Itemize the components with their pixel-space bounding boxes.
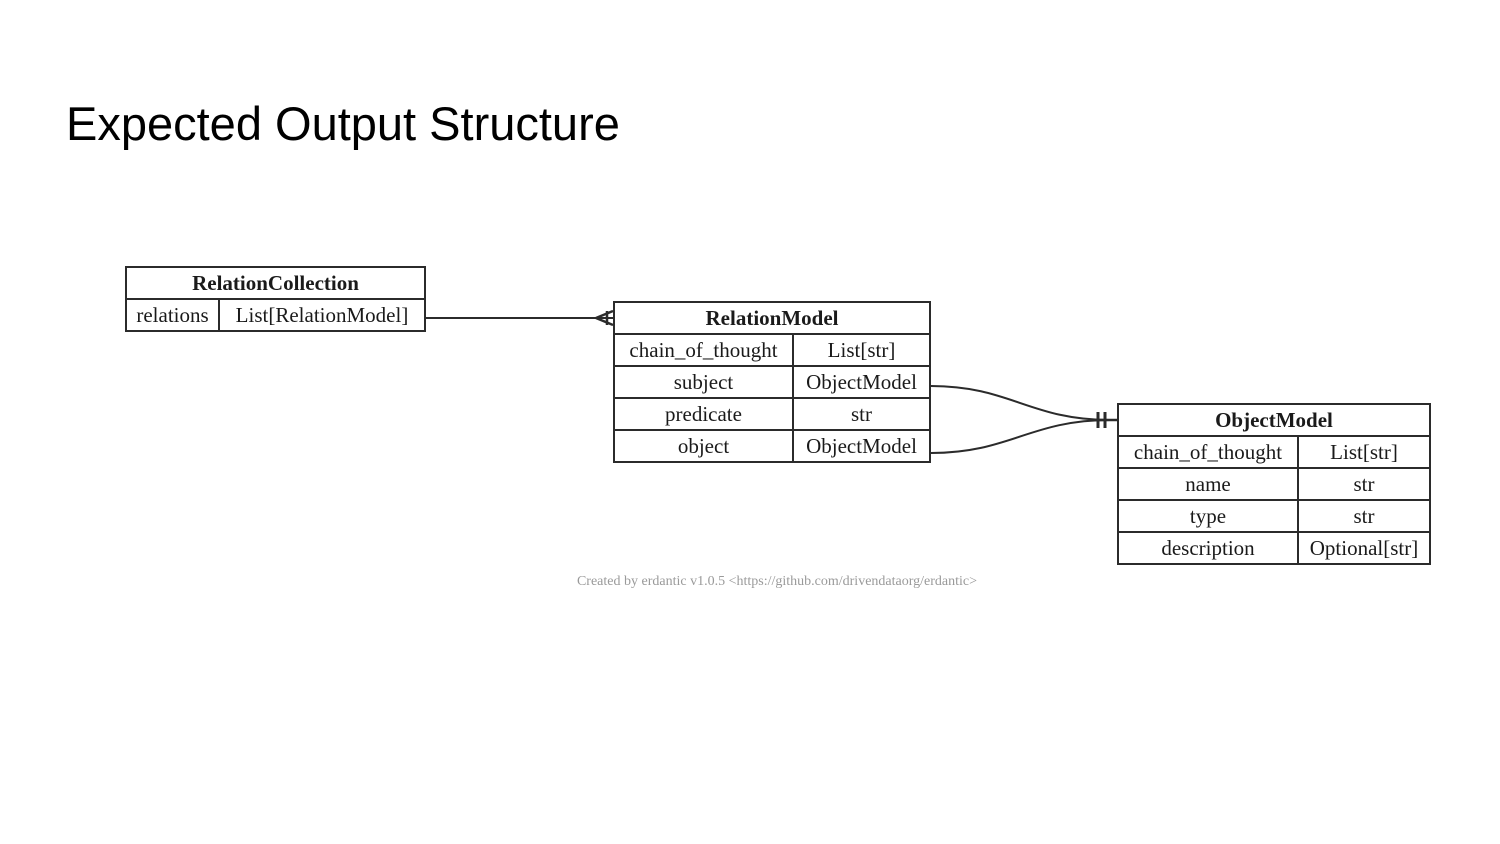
field-name: chain_of_thought <box>613 333 794 367</box>
field-row: chain_of_thought List[str] <box>1117 435 1431 469</box>
field-row: description Optional[str] <box>1117 531 1431 565</box>
field-type: ObjectModel <box>792 365 931 399</box>
field-name: chain_of_thought <box>1117 435 1299 469</box>
field-type: List[RelationModel] <box>218 298 426 332</box>
field-row: subject ObjectModel <box>613 365 931 399</box>
field-row: chain_of_thought List[str] <box>613 333 931 367</box>
field-row: name str <box>1117 467 1431 501</box>
field-type: str <box>1297 467 1431 501</box>
field-name: type <box>1117 499 1299 533</box>
field-type: List[str] <box>792 333 931 367</box>
field-name: object <box>613 429 794 463</box>
field-name: subject <box>613 365 794 399</box>
one-bar-icon <box>1095 412 1117 428</box>
field-row: relations List[RelationModel] <box>125 298 426 332</box>
field-type: str <box>792 397 931 431</box>
crows-foot-icon <box>595 309 614 327</box>
entity-title: RelationCollection <box>125 266 426 300</box>
connector-object-to-objectmodel <box>930 419 1111 454</box>
entity-title: RelationModel <box>613 301 931 335</box>
connector-subject-to-objectmodel <box>930 385 1111 421</box>
field-name: relations <box>125 298 220 332</box>
connector-relations-to-relationmodel <box>426 309 614 327</box>
field-row: type str <box>1117 499 1431 533</box>
field-type: List[str] <box>1297 435 1431 469</box>
field-type: ObjectModel <box>792 429 931 463</box>
slide-title: Expected Output Structure <box>66 97 620 150</box>
field-type: str <box>1297 499 1431 533</box>
entity-table-objectmodel: ObjectModel chain_of_thought List[str] n… <box>1117 403 1431 565</box>
entity-table-relationmodel: RelationModel chain_of_thought List[str]… <box>613 301 931 463</box>
field-row: predicate str <box>613 397 931 431</box>
field-name: predicate <box>613 397 794 431</box>
field-type: Optional[str] <box>1297 531 1431 565</box>
erdantic-credit: Created by erdantic v1.0.5 <https://gith… <box>576 574 978 589</box>
field-name: name <box>1117 467 1299 501</box>
entity-table-relationcollection: RelationCollection relations List[Relati… <box>125 266 426 332</box>
entity-title: ObjectModel <box>1117 403 1431 437</box>
field-name: description <box>1117 531 1299 565</box>
field-row: object ObjectModel <box>613 429 931 463</box>
